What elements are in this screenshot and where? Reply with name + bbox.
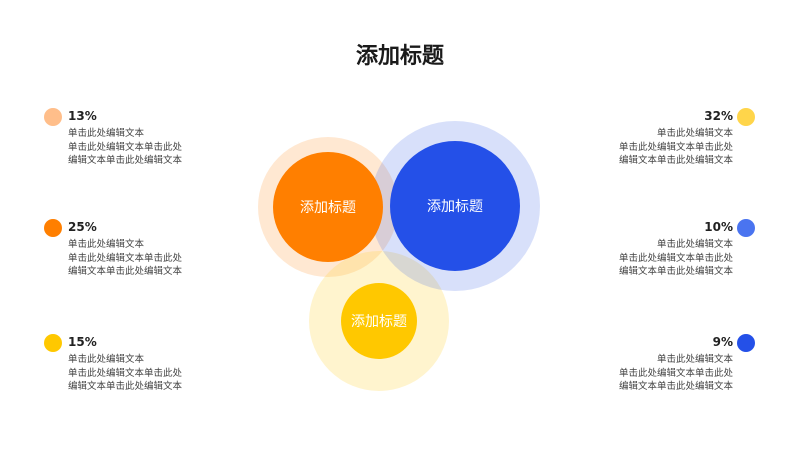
color-dot-icon xyxy=(44,219,62,237)
percent-value: 10% xyxy=(704,220,733,234)
orange-circle-label: 添加标题 xyxy=(300,200,356,216)
description-line: 单击此处编辑文本 xyxy=(656,239,733,250)
description-line: 单击此处编辑文本单击此处 xyxy=(68,367,183,379)
color-dot-icon xyxy=(44,334,62,352)
page-title: 添加标题 xyxy=(355,44,444,69)
color-dot-icon xyxy=(737,334,755,352)
description-line: 编辑文本单击此处编辑文本 xyxy=(68,381,183,392)
description-line: 单击此处编辑文本 xyxy=(68,354,145,365)
orange-circle[interactable] xyxy=(273,152,383,262)
percent-value: 9% xyxy=(712,335,733,349)
percent-value: 15% xyxy=(68,335,97,349)
description-line: 单击此处编辑文本 xyxy=(656,354,733,365)
blue-circle-label: 添加标题 xyxy=(427,199,483,215)
yellow-circle-label: 添加标题 xyxy=(351,314,407,330)
description-line: 单击此处编辑文本单击此处 xyxy=(68,252,183,264)
yellow-circle[interactable] xyxy=(341,283,417,359)
description-line: 编辑文本单击此处编辑文本 xyxy=(618,381,733,392)
description-text[interactable]: 单击此处编辑文本单击此处编辑文本单击此处编辑文本单击此处编辑文本 xyxy=(68,353,182,394)
description-text[interactable]: 单击此处编辑文本单击此处编辑文本单击此处编辑文本单击此处编辑文本 xyxy=(619,353,733,394)
description-line: 单击此处编辑文本 xyxy=(68,239,145,250)
description-line: 单击此处编辑文本单击此处 xyxy=(618,252,733,264)
blue-circle[interactable] xyxy=(390,141,520,271)
description-line: 编辑文本单击此处编辑文本 xyxy=(68,155,183,166)
description-line: 单击此处编辑文本单击此处 xyxy=(618,141,733,153)
description-text[interactable]: 单击此处编辑文本单击此处编辑文本单击此处编辑文本单击此处编辑文本 xyxy=(619,238,733,279)
percent-value: 13% xyxy=(68,109,97,123)
description-text[interactable]: 单击此处编辑文本单击此处编辑文本单击此处编辑文本单击此处编辑文本 xyxy=(68,238,182,279)
color-dot-icon xyxy=(737,219,755,237)
description-text[interactable]: 单击此处编辑文本单击此处编辑文本单击此处编辑文本单击此处编辑文本 xyxy=(68,127,182,168)
description-line: 编辑文本单击此处编辑文本 xyxy=(618,155,733,166)
percent-value: 32% xyxy=(704,109,733,123)
description-line: 编辑文本单击此处编辑文本 xyxy=(618,266,733,277)
color-dot-icon xyxy=(737,108,755,126)
description-text[interactable]: 单击此处编辑文本单击此处编辑文本单击此处编辑文本单击此处编辑文本 xyxy=(619,127,733,168)
description-line: 单击此处编辑文本 xyxy=(68,128,145,139)
description-line: 单击此处编辑文本单击此处 xyxy=(68,141,183,153)
description-line: 单击此处编辑文本单击此处 xyxy=(618,367,733,379)
description-line: 单击此处编辑文本 xyxy=(656,128,733,139)
description-line: 编辑文本单击此处编辑文本 xyxy=(68,266,183,277)
color-dot-icon xyxy=(44,108,62,126)
percent-value: 25% xyxy=(68,220,97,234)
